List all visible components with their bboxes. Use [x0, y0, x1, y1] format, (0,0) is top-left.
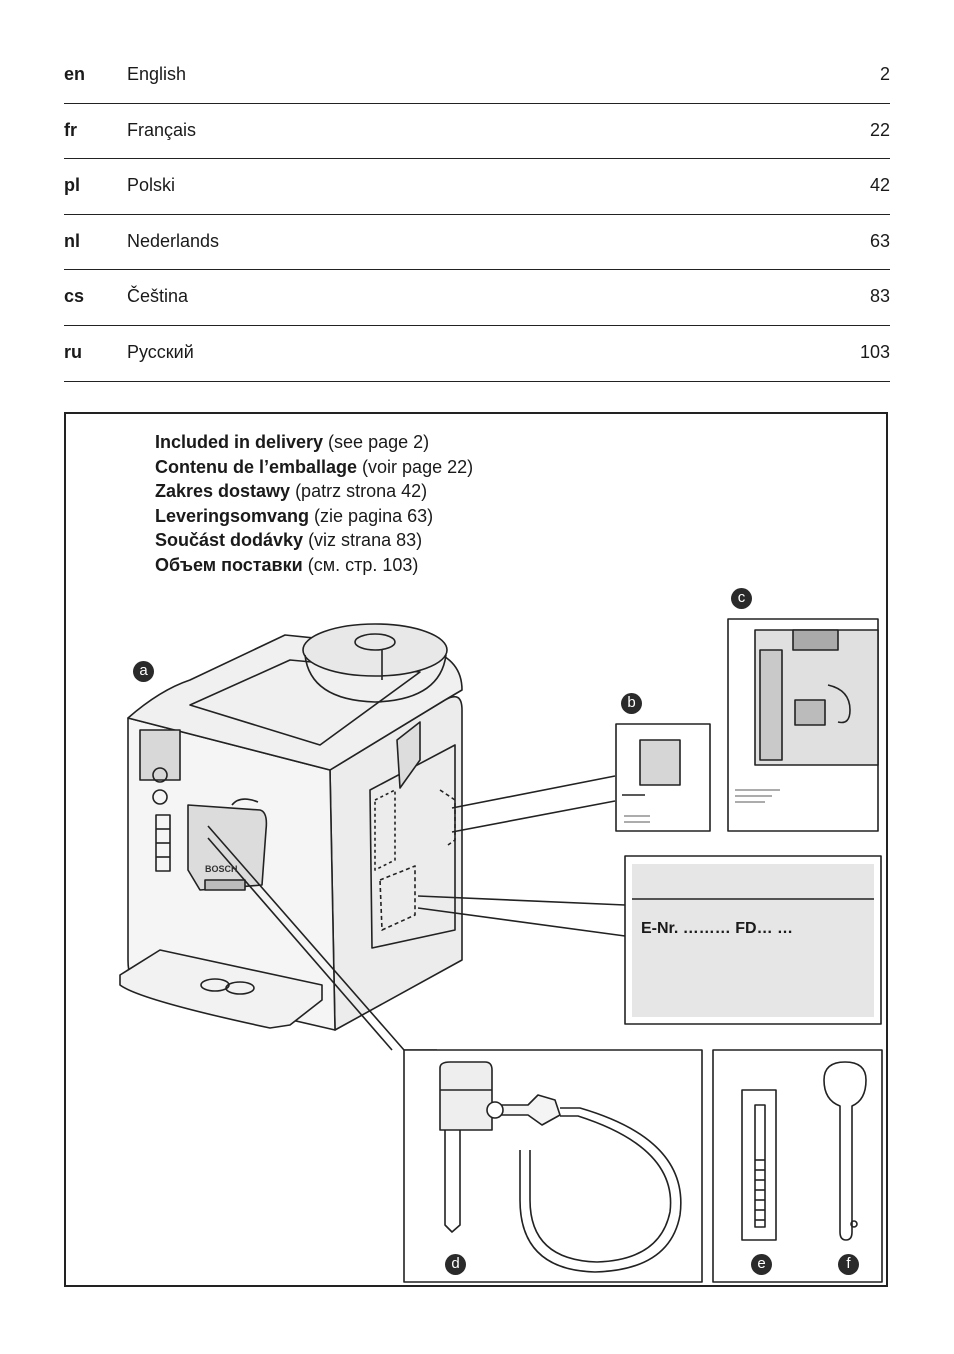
callout-b: b — [621, 693, 642, 714]
toc-row[interactable]: nl Nederlands 63 — [64, 215, 890, 271]
language-name: Русский — [127, 341, 194, 362]
page-number: 83 — [869, 286, 890, 307]
language-index: en English 2 fr Français 22 pl Polski 42… — [64, 48, 890, 382]
measuring-spoon — [823, 1061, 867, 1241]
language-code: pl — [64, 175, 80, 196]
callout-e: e — [751, 1254, 772, 1275]
page-number: 22 — [869, 119, 890, 140]
page-number: 63 — [869, 230, 890, 251]
language-name: Polski — [127, 175, 176, 196]
delivery-line: Součást dodávky (viz strana 83) — [155, 530, 423, 550]
callout-a: a — [133, 661, 154, 682]
language-code: cs — [64, 286, 85, 307]
milk-frother — [439, 1061, 493, 1131]
delivery-line: Included in delivery (see page 2) — [155, 432, 430, 452]
language-code: en — [64, 64, 86, 84]
language-name: Čeština — [127, 286, 189, 307]
delivery-line: Contenu de l’emballage (voir page 22) — [155, 456, 474, 477]
toc-row[interactable]: fr Français 22 — [64, 104, 890, 160]
language-name: English — [127, 64, 187, 84]
toc-row[interactable]: en English 2 — [64, 48, 890, 104]
bosch-logo: BOSCH — [205, 864, 238, 874]
page-number: 103 — [859, 341, 890, 362]
language-code: nl — [64, 230, 80, 251]
control-panel — [139, 729, 181, 781]
callout-c: c — [731, 588, 752, 609]
delivery-line: Zakres dostawy (patrz strona 42) — [155, 481, 428, 501]
delivery-caption: Included in delivery (see page 2) Conten… — [155, 430, 473, 577]
delivery-line: Объем поставки (см. стр. 103) — [155, 554, 419, 575]
page-number: 42 — [869, 175, 890, 196]
rating-plate-label: E-Nr. ……… FD… … — [641, 920, 794, 937]
language-code: ru — [64, 341, 82, 362]
delivery-line: Leveringsomvang (zie pagina 63) — [155, 505, 434, 526]
toc-row[interactable]: pl Polski 42 — [64, 159, 890, 215]
delivery-figure-frame — [64, 412, 888, 1287]
language-name: Français — [127, 119, 197, 140]
callout-f: f — [838, 1254, 859, 1275]
toc-row[interactable]: ru Русский 103 — [64, 326, 890, 382]
callout-d: d — [445, 1254, 466, 1275]
page-number: 2 — [879, 64, 890, 84]
language-code: fr — [64, 119, 77, 140]
water-hardness-test-strip — [741, 1089, 777, 1241]
toc-row[interactable]: cs Čeština 83 — [64, 270, 890, 326]
language-name: Nederlands — [127, 230, 220, 251]
drip-tray — [119, 949, 323, 1029]
